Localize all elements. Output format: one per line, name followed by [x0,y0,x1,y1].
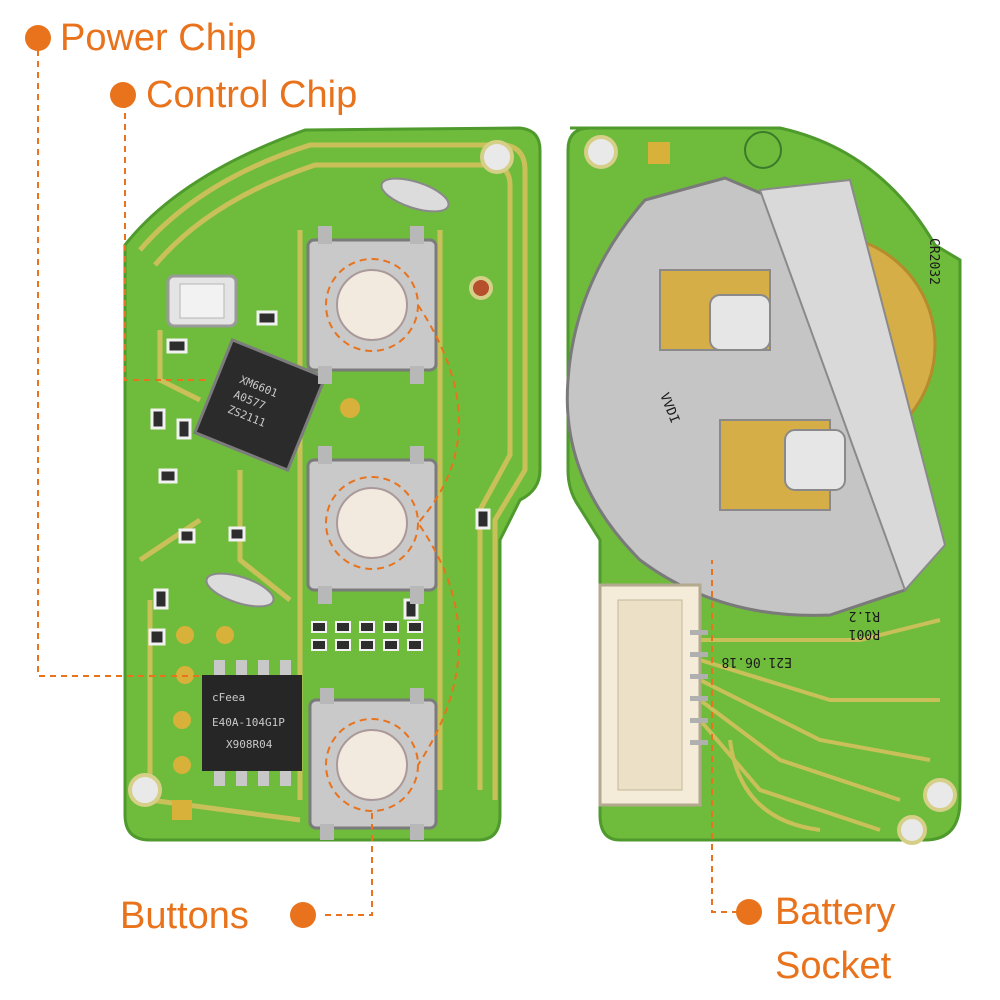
power-chip-marking-1: cFeea [212,691,245,704]
power-chip-marking-3: X908R04 [226,738,273,751]
buttons-leader [325,812,373,916]
left-board: XM6601 A0577 ZS2111 cFeea E40A-104G1P X9… [123,126,542,842]
leader-lines [37,50,738,916]
battery-socket-label-line1: Battery [775,891,896,933]
battery-socket-dot [736,899,762,925]
date-code-marking: E21.06.18 [722,654,792,669]
revision-marking-1: R001 [849,626,880,641]
tactile-button-1 [306,226,438,384]
revision-marking-2: R1.2 [849,608,880,623]
control-chip-dot [110,82,136,108]
battery-type-marking: CR2032 [926,238,941,285]
battery-socket-label-line2: Socket [775,945,892,987]
control-chip-leader [124,102,210,381]
right-board: VVDI CR2032 E21.06.18 R001 R1.2 [565,126,962,845]
buttons-label: Buttons [120,895,249,937]
power-chip-dot [25,25,51,51]
power-chip-marking-2: E40A-104G1P [212,716,285,729]
control-chip-label: Control Chip [146,74,358,116]
power-chip-label: Power Chip [60,17,257,59]
buttons-dot [290,902,316,928]
battery-socket-leader [711,560,738,913]
tactile-button-2 [306,446,438,604]
